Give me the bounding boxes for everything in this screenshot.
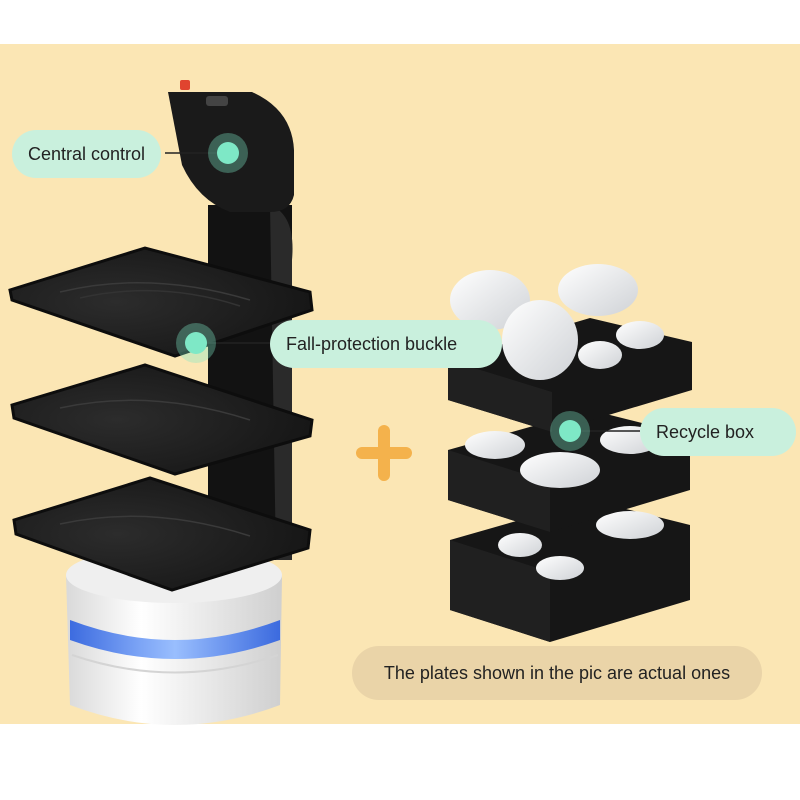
callout-central-control: Central control [12,130,162,178]
marker-recycle-box [550,411,590,451]
marker-central-control [208,133,248,173]
recycle-box-stack [448,264,692,642]
marker-fall-protection [176,323,216,363]
tray-bottom [12,476,312,592]
callout-fall-protection-label: Fall-protection buckle [286,333,458,354]
plates-note: The plates shown in the pic are actual o… [352,646,762,700]
led-ring [70,620,280,659]
tray-middle [10,363,314,476]
plates-note-text: The plates shown in the pic are actual o… [383,662,731,683]
callout-central-control-label: Central control [28,143,146,164]
callout-fall-protection: Fall-protection buckle [270,320,502,368]
tray-top [8,246,314,358]
callout-recycle-box: Recycle box [640,408,796,456]
delivery-robot [8,80,314,725]
callout-recycle-box-label: Recycle box [656,421,755,442]
plus-icon [356,425,412,481]
emergency-button [180,80,190,90]
